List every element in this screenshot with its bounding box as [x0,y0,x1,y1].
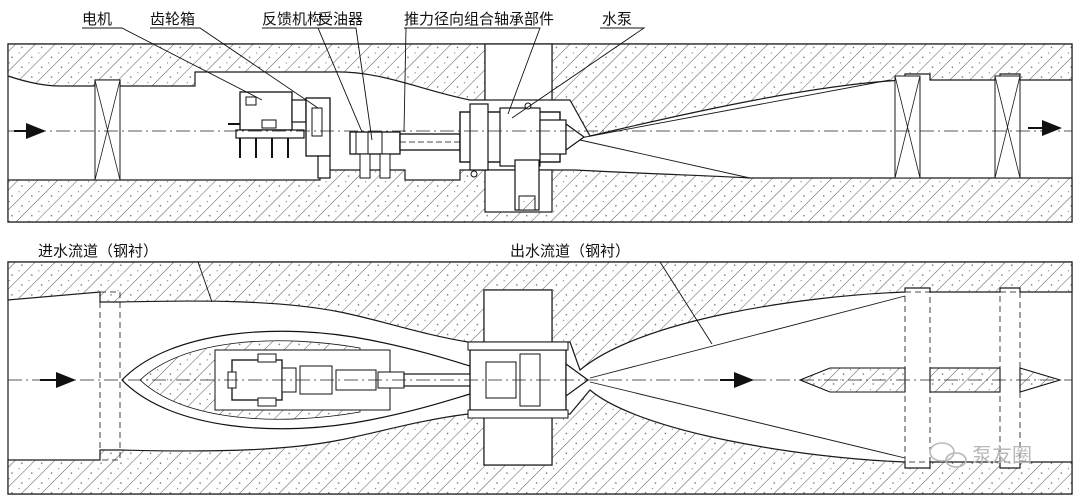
plan-view [7,261,1073,495]
label-inlet: 进水流道（钢衬） [38,242,158,260]
wechat-logo-icon [929,442,967,468]
shaft-assembly [349,131,560,179]
label-bearing: 推力径向组合轴承部件 [404,10,554,28]
label-motor: 电机 [82,10,112,28]
leader-lines [38,27,713,345]
pump-body [459,102,586,211]
label-oil-receiver: 受油器 [318,10,363,28]
label-pump: 水泵 [602,10,632,28]
gearbox [305,97,331,179]
labels: 电机 齿轮箱 反馈机构 受油器 推力径向组合轴承部件 水泵 进水流道（钢衬） 出… [38,10,632,260]
watermark-text: 泵友圈 [972,443,1032,467]
label-feedback: 反馈机构 [262,10,322,28]
label-outlet: 出水流道（钢衬） [510,242,630,260]
label-gearbox: 齿轮箱 [150,10,195,28]
watermark: 泵友圈 [929,442,1032,468]
motor [228,91,307,158]
elevation-view [7,43,1073,223]
